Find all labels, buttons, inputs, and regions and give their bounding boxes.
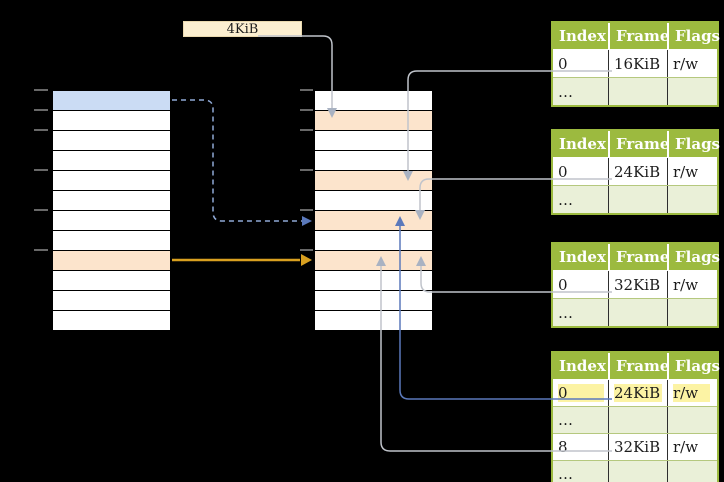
page-table-4-header: Index Frame Flags bbox=[553, 353, 720, 379]
arrowhead-right-icon bbox=[302, 216, 312, 226]
memory-row-4 bbox=[53, 170, 170, 190]
page-size-label: 4KiB bbox=[226, 21, 259, 37]
column-header-frame: Frame bbox=[608, 353, 669, 379]
highlight: 0 bbox=[558, 384, 604, 402]
cell-frame bbox=[608, 407, 667, 433]
table-row-ellipsis: … bbox=[553, 298, 717, 326]
memory-row-4 bbox=[315, 170, 432, 190]
cell-index: 8 bbox=[558, 438, 568, 456]
cell-flags bbox=[667, 186, 717, 213]
cell-index: 0 bbox=[553, 380, 608, 406]
table-row: 8 32KiB r/w bbox=[553, 433, 717, 460]
cell-index: 0 bbox=[558, 162, 568, 181]
memory-row-0 bbox=[53, 91, 170, 110]
memory-row-0 bbox=[315, 91, 432, 110]
cell-index: … bbox=[558, 82, 573, 101]
memory-row-11 bbox=[315, 310, 432, 330]
arrowhead-right-icon bbox=[301, 254, 312, 266]
memory-row-9 bbox=[53, 270, 170, 290]
page-table-2: Index Frame Flags 0 24KiB r/w … bbox=[551, 129, 720, 215]
cell-frame: 16KiB bbox=[608, 50, 667, 77]
memory-row-2 bbox=[53, 130, 170, 150]
highlight: 24KiB bbox=[614, 384, 663, 402]
cell-index: … bbox=[558, 465, 573, 482]
table-row-ellipsis: … bbox=[553, 406, 717, 433]
memory-row-7 bbox=[53, 230, 170, 250]
memory-row-9 bbox=[315, 270, 432, 290]
memory-row-2 bbox=[315, 130, 432, 150]
page-table-1: Index Frame Flags 0 16KiB r/w … bbox=[551, 21, 720, 107]
memory-row-3 bbox=[315, 150, 432, 170]
memory-row-7 bbox=[315, 230, 432, 250]
page-table-3: Index Frame Flags 0 32KiB r/w … bbox=[551, 242, 720, 328]
virtual-memory-column bbox=[52, 90, 171, 331]
cell-flags: r/w bbox=[667, 434, 717, 460]
table-row-highlighted: 0 24KiB r/w bbox=[553, 379, 717, 406]
memory-row-10 bbox=[315, 290, 432, 310]
cell-frame bbox=[608, 461, 667, 482]
cell-frame bbox=[608, 299, 667, 326]
column-header-index: Index bbox=[559, 27, 606, 45]
memory-row-8 bbox=[315, 250, 432, 270]
cell-flags bbox=[667, 78, 717, 105]
cell-flags: r/w bbox=[667, 380, 717, 406]
page-table-2-header: Index Frame Flags bbox=[553, 131, 720, 157]
column-header-flags: Flags bbox=[667, 131, 720, 157]
physical-memory-column bbox=[314, 90, 433, 331]
cell-index: … bbox=[558, 303, 573, 322]
cell-frame: 24KiB bbox=[608, 158, 667, 185]
left-column-ticks bbox=[34, 89, 48, 251]
middle-column-ticks bbox=[300, 89, 313, 251]
memory-row-11 bbox=[53, 310, 170, 330]
cell-flags: r/w bbox=[667, 158, 717, 185]
column-header-frame: Frame bbox=[608, 23, 669, 49]
memory-row-6 bbox=[315, 210, 432, 230]
cell-index: … bbox=[558, 411, 573, 429]
cell-frame: 32KiB bbox=[608, 434, 667, 460]
cell-flags bbox=[667, 299, 717, 326]
cell-frame: 24KiB bbox=[608, 380, 667, 406]
table-row-ellipsis: … bbox=[553, 185, 717, 213]
memory-row-10 bbox=[53, 290, 170, 310]
column-header-index: Index bbox=[559, 357, 606, 375]
cell-frame: 32KiB bbox=[608, 271, 667, 298]
cell-flags bbox=[667, 407, 717, 433]
cell-index: 0 bbox=[558, 54, 568, 73]
column-header-index: Index bbox=[559, 248, 606, 266]
column-header-frame: Frame bbox=[608, 244, 669, 270]
table-row: 0 16KiB r/w bbox=[553, 49, 717, 77]
highlight: r/w bbox=[673, 384, 711, 402]
page-table-3-header: Index Frame Flags bbox=[553, 244, 720, 270]
table-row: 0 32KiB r/w bbox=[553, 270, 717, 298]
column-header-frame: Frame bbox=[608, 131, 669, 157]
page-table-1-header: Index Frame Flags bbox=[553, 23, 720, 49]
column-header-index: Index bbox=[559, 135, 606, 153]
page-size-note: 4KiB bbox=[183, 21, 302, 37]
memory-row-1 bbox=[315, 110, 432, 130]
cell-frame bbox=[608, 78, 667, 105]
cell-flags: r/w bbox=[667, 271, 717, 298]
cell-frame bbox=[608, 186, 667, 213]
memory-row-8 bbox=[53, 250, 170, 270]
memory-row-3 bbox=[53, 150, 170, 170]
table-row-ellipsis: … bbox=[553, 77, 717, 105]
memory-row-1 bbox=[53, 110, 170, 130]
column-header-flags: Flags bbox=[667, 353, 720, 379]
memory-row-5 bbox=[53, 190, 170, 210]
table-row: 0 24KiB r/w bbox=[553, 157, 717, 185]
column-header-flags: Flags bbox=[667, 244, 720, 270]
cell-flags: r/w bbox=[667, 50, 717, 77]
cell-index: 0 bbox=[558, 275, 568, 294]
memory-row-6 bbox=[53, 210, 170, 230]
table-row-ellipsis: … bbox=[553, 460, 717, 482]
column-header-flags: Flags bbox=[667, 23, 720, 49]
page-table-4: Index Frame Flags 0 24KiB r/w … 8 32KiB … bbox=[551, 351, 720, 482]
cell-flags bbox=[667, 461, 717, 482]
memory-row-5 bbox=[315, 190, 432, 210]
cell-index: … bbox=[558, 190, 573, 209]
arrow-virtual-blue-to-physical bbox=[172, 99, 302, 222]
